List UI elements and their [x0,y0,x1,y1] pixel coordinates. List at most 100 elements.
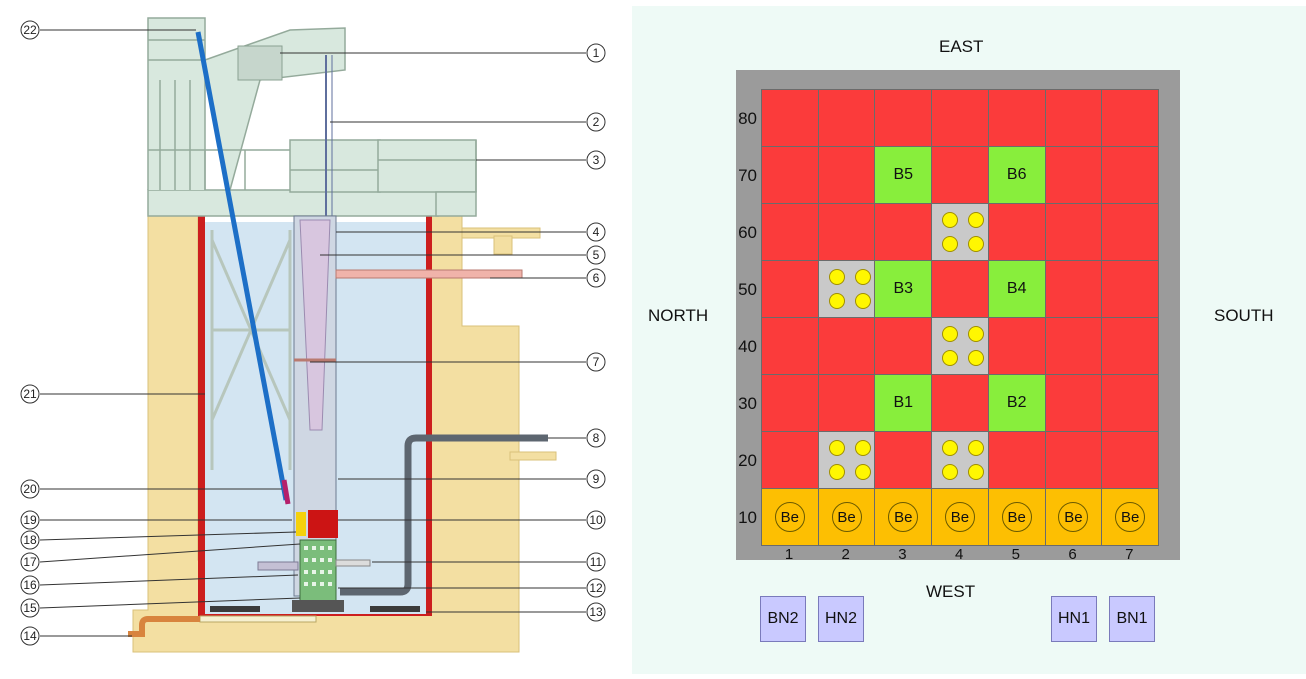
callout-circle [20,510,40,530]
core-cell-40-4 [931,317,989,375]
callout-number: 8 [593,431,600,445]
callout-circle [20,479,40,499]
core-fuel [308,510,338,538]
core-cell-20-6 [1044,431,1103,489]
irradiation-hole [968,326,985,342]
callout-circle [586,112,606,132]
truss [210,230,292,470]
col-label: 4 [954,546,964,563]
core-cell-40-6 [1044,317,1103,375]
core-cell-70-6 [1044,146,1103,204]
irradiation-hole [942,236,959,252]
callout-number: 15 [23,601,37,615]
col-label: 1 [784,546,794,563]
tool-tip [281,479,291,505]
core-cell-10-5: Be [987,488,1046,546]
support-arm [257,561,299,571]
core-cell-80-1 [761,89,819,147]
callout-circle [586,150,606,170]
callout-circle [586,268,606,288]
beryllium-label: Be [944,502,975,532]
block-label: B3 [893,280,914,297]
core-cell-10-1: Be [761,488,819,546]
col-label: 5 [1011,546,1021,563]
irradiation-hole [854,464,871,480]
callout-number: 11 [590,555,603,569]
col-label: 3 [898,546,907,563]
core-cell-20-3 [874,431,933,489]
core-cell-50-5: B4 [987,260,1046,318]
core-cell-20-1 [761,431,819,489]
label-north: NORTH [648,306,709,325]
row-label: 60 [738,223,757,242]
core-cell-80-3 [874,89,933,147]
irradiation-hole [942,440,959,456]
bridge-structure [147,17,477,217]
core-cell-20-2 [817,431,876,489]
block-label: B4 [1006,280,1027,297]
callout-number: 4 [593,225,600,239]
beryllium-label: Be [1001,502,1032,532]
block-label: B1 [893,394,914,411]
beryllium-label: Be [774,502,805,532]
core-cell-80-6 [1044,89,1103,147]
core-cell-30-4 [931,374,989,432]
callout-number: 10 [589,513,603,527]
core-cell-60-2 [817,203,876,261]
callout-circle [20,384,40,404]
core-cell-10-7: Be [1101,488,1159,546]
callout-number: 16 [23,578,37,592]
core-cell-50-3: B3 [874,260,933,318]
irradiation-hole [942,212,959,228]
col-label: 7 [1125,546,1134,563]
core-cell-40-2 [817,317,876,375]
callout-number: 21 [23,387,37,401]
label-south: SOUTH [1214,306,1274,325]
irradiation-hole [854,440,871,456]
core-cell-50-6 [1044,260,1103,318]
core-cell-80-4 [931,89,989,147]
core-cell-30-6 [1044,374,1103,432]
irradiation-hole [828,464,845,480]
core-cell-70-2 [817,146,876,204]
core-cell-40-3 [874,317,933,375]
core-cell-60-6 [1044,203,1103,261]
label-east: EAST [939,37,984,56]
callout-number: 18 [23,533,37,547]
beryllium-label: Be [888,502,919,532]
core-cell-40-1 [761,317,819,375]
row-label: 30 [738,394,757,413]
core-cell-80-5 [987,89,1046,147]
row-label: 10 [738,508,757,527]
callout-circle [586,352,606,372]
callout-circle [20,552,40,572]
core-cell-80-2 [817,89,876,147]
irradiation-hole [828,440,845,456]
external-position-hn2: HN2 [818,596,864,642]
irradiation-hole [828,293,845,309]
irradiation-hole [968,464,985,480]
callout-circle [586,245,606,265]
callout-circle [586,510,606,530]
irradiation-hole [942,350,959,366]
callout-circle [586,43,606,63]
external-position-bn1: BN1 [1109,596,1155,642]
callout-number: 2 [593,115,600,129]
callout-circle [586,222,606,242]
core-base [292,600,344,612]
core-cell-60-4 [931,203,989,261]
beryllium-label: Be [1115,502,1146,532]
handling-machine [237,45,283,81]
irradiation-hole [968,212,985,228]
core-cell-60-1 [761,203,819,261]
core-cell-80-7 [1101,89,1159,147]
callout-circle [586,602,606,622]
callout-number: 6 [593,271,600,285]
core-cell-30-1 [761,374,819,432]
core-cell-50-7 [1101,260,1159,318]
